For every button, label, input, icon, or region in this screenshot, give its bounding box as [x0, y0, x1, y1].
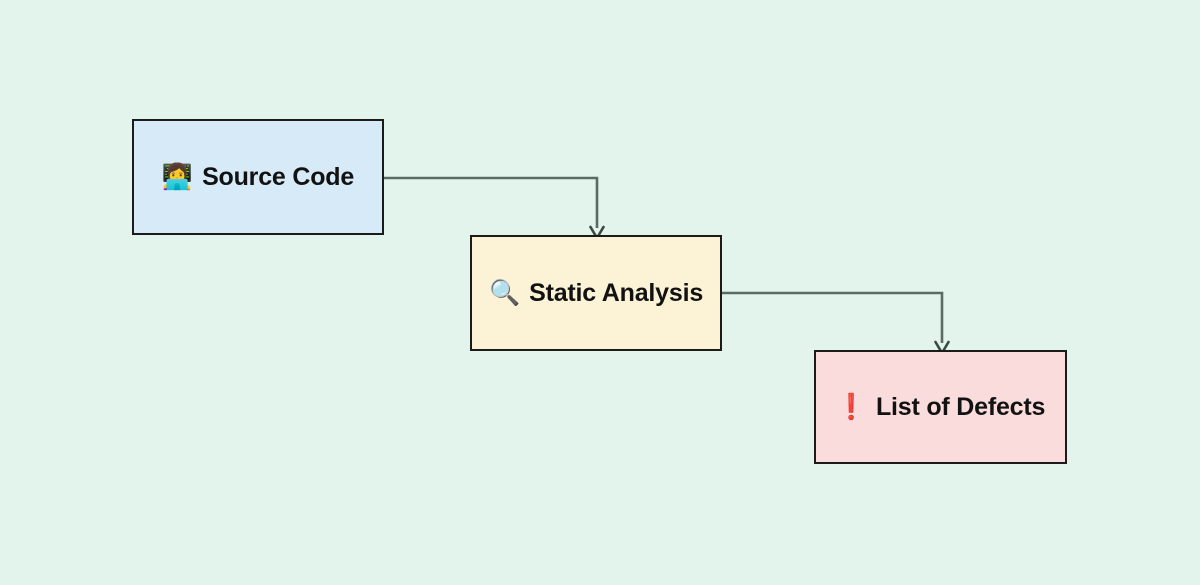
node-source-code[interactable]: 👩‍💻 Source Code: [132, 119, 384, 235]
magnifying-glass-icon: 🔍: [488, 278, 521, 307]
node-source-code-label: Source Code: [202, 162, 355, 191]
edge-source-to-static: [384, 176, 605, 240]
node-list-of-defects[interactable]: ❗ List of Defects: [814, 350, 1067, 464]
node-list-of-defects-content: ❗ List of Defects: [835, 392, 1046, 421]
exclamation-mark-icon: ❗: [835, 392, 867, 421]
edge-static-to-defects: [722, 291, 950, 355]
node-static-analysis[interactable]: 🔍 Static Analysis: [470, 235, 722, 351]
person-at-computer-icon: 👩‍💻: [161, 162, 194, 191]
node-static-analysis-content: 🔍 Static Analysis: [488, 278, 704, 307]
node-static-analysis-label: Static Analysis: [529, 278, 704, 307]
node-list-of-defects-label: List of Defects: [875, 392, 1046, 421]
node-source-code-content: 👩‍💻 Source Code: [161, 162, 355, 191]
